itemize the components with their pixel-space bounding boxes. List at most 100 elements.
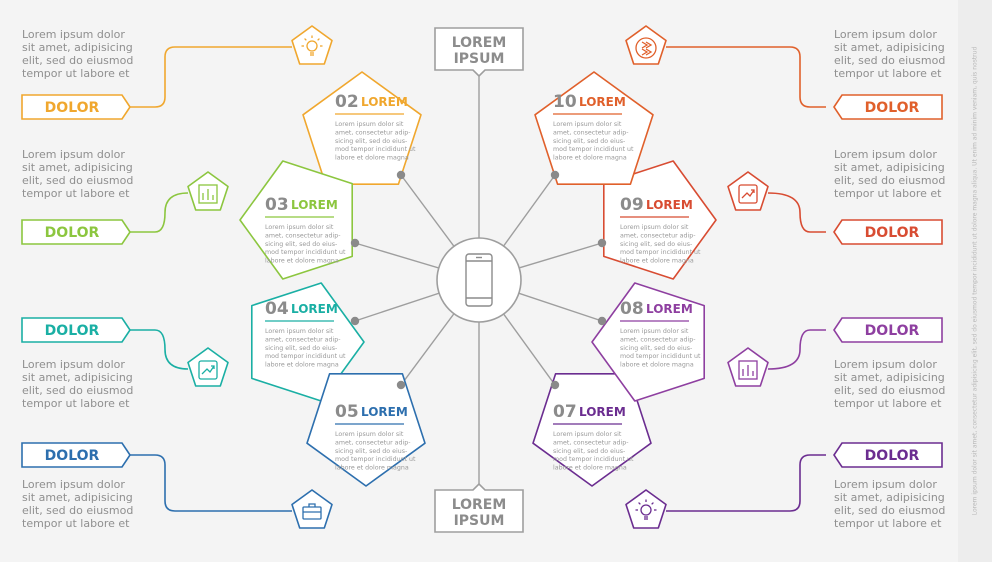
node-number: 07 [553, 402, 577, 422]
node-text-line: mod tempor incididunt ut [620, 249, 701, 256]
icon-badge [187, 347, 229, 387]
node-number: 02 [335, 92, 359, 112]
side-text-line: elit, sed do eiusmod [834, 384, 945, 397]
tag-box [21, 442, 131, 468]
lightbulb-icon [635, 499, 657, 520]
side-text-line: sit amet, adipisicing [22, 41, 133, 54]
bar-chart-icon [738, 360, 758, 380]
tag-label: DOLOR [45, 323, 100, 339]
trend-chart-icon [738, 184, 758, 204]
node-number: 03 [265, 195, 289, 215]
node-title: LOREM [291, 198, 338, 212]
node-number: 04 [265, 299, 289, 319]
node-text-line: Lorem ipsum dolor sit [265, 328, 334, 335]
node-text-line: Lorem ipsum dolor sit [553, 121, 622, 128]
node-text-line: sicing elit, sed do eius- [620, 241, 692, 248]
node-text-line: sicing elit, sed do eius- [265, 345, 337, 352]
node-text-line: mod tempor incididunt ut [335, 456, 416, 463]
node-text-line: labore et dolore magna [265, 258, 339, 265]
briefcase-icon [302, 503, 322, 520]
icon-badge [291, 25, 333, 65]
node-text-line: labore et dolore magna [620, 362, 694, 369]
node-text-line: sicing elit, sed do eius- [335, 448, 407, 455]
tag-label: DOLOR [865, 225, 920, 241]
side-text-line: elit, sed do eiusmod [834, 174, 945, 187]
node-text-line: amet, consectetur adip- [265, 336, 341, 343]
node-text-line: sicing elit, sed do eius- [265, 241, 337, 248]
icon-badge [291, 489, 333, 529]
node-text-line: Lorem ipsum dolor sit [553, 431, 622, 438]
side-text-line: Lorem ipsum dolor [834, 28, 937, 41]
node-text-line: sicing elit, sed do eius- [620, 345, 692, 352]
node-text-line: mod tempor incididunt ut [553, 456, 634, 463]
connector-dot [597, 316, 607, 326]
node-text-line: mod tempor incididunt ut [265, 249, 346, 256]
center-label-line1: LOREM [452, 35, 507, 51]
side-text-line: sit amet, adipisicing [22, 491, 133, 504]
tag-box [833, 94, 943, 120]
node-pentagon [532, 372, 652, 487]
node-text-line: Lorem ipsum dolor sit [620, 224, 689, 231]
arrows-right-icon [635, 37, 657, 59]
side-text-line: sit amet, adipisicing [834, 371, 945, 384]
node-pentagon [302, 71, 422, 185]
node-text-line: amet, consectetur adip- [553, 129, 629, 136]
side-strip-text: Lorem ipsum dolor sit amet, consectetur … [971, 46, 979, 516]
side-text-line: Lorem ipsum dolor [22, 148, 125, 161]
side-text-line: Lorem ipsum dolor [22, 28, 125, 41]
tag-connector [767, 192, 826, 233]
node-number: 10 [553, 92, 577, 112]
tag-box [833, 219, 943, 245]
node-number: 09 [620, 195, 644, 215]
side-text-line: Lorem ipsum dolor [22, 358, 125, 371]
icon-badge [625, 489, 667, 529]
side-text-line: Lorem ipsum dolor [834, 148, 937, 161]
tag-label: DOLOR [45, 225, 100, 241]
node-number: 05 [335, 402, 359, 422]
node-text-line: mod tempor incididunt ut [553, 146, 634, 153]
center-circle [436, 237, 522, 323]
node-text-line: sicing elit, sed do eius- [553, 448, 625, 455]
side-text-line: tempor ut labore et [22, 517, 130, 530]
tag-connector [130, 192, 189, 233]
node-title: LOREM [579, 405, 626, 419]
side-text-line: sit amet, adipisicing [22, 371, 133, 384]
node-title: LOREM [361, 95, 408, 109]
node-text-line: labore et dolore magna [620, 258, 694, 265]
node-title: LOREM [646, 302, 693, 316]
node-text-line: mod tempor incididunt ut [265, 353, 346, 360]
tag-connector [130, 329, 189, 370]
node-title: LOREM [579, 95, 626, 109]
node-text-line: labore et dolore magna [553, 155, 627, 162]
node-text-line: labore et dolore magna [265, 362, 339, 369]
connector-dot [550, 170, 560, 180]
node-text-line: amet, consectetur adip- [265, 232, 341, 239]
side-text-line: sit amet, adipisicing [834, 491, 945, 504]
side-text-line: elit, sed do eiusmod [834, 54, 945, 67]
node-text-line: amet, consectetur adip- [335, 439, 411, 446]
side-text-line: elit, sed do eiusmod [834, 504, 945, 517]
tag-connector [666, 454, 826, 512]
node-text-line: Lorem ipsum dolor sit [335, 431, 404, 438]
tag-box [833, 317, 943, 343]
bar-chart-icon [198, 184, 218, 204]
connector-dot [350, 238, 360, 248]
node-title: LOREM [646, 198, 693, 212]
tag-label: DOLOR [45, 448, 100, 464]
side-text-line: elit, sed do eiusmod [22, 174, 133, 187]
center-box [434, 482, 524, 533]
node-text-line: amet, consectetur adip- [335, 129, 411, 136]
connector-dot [350, 316, 360, 326]
node-text-line: labore et dolore magna [335, 155, 409, 162]
node-text-line: Lorem ipsum dolor sit [620, 328, 689, 335]
node-pentagon [591, 282, 706, 402]
lightbulb-icon [301, 35, 323, 56]
node-text-line: labore et dolore magna [553, 465, 627, 472]
connector-dot [396, 380, 406, 390]
